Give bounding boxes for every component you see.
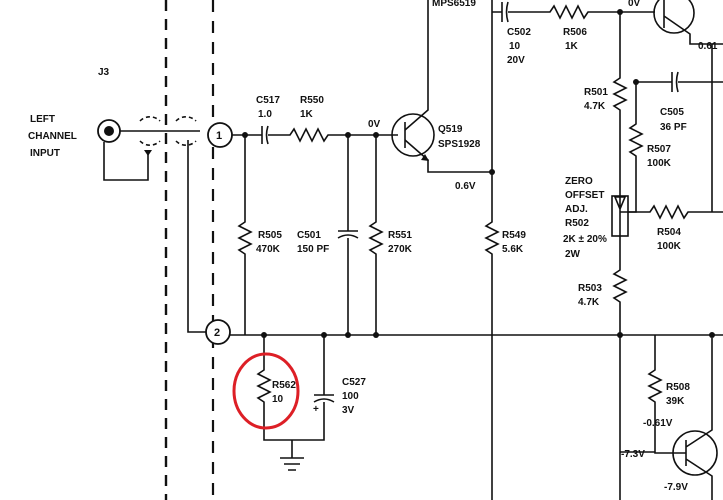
highlight-circle [232,352,300,430]
r506-ref: R506 [563,27,587,38]
r502-title-line2: OFFSET [565,190,604,201]
terminal-2: 2 [205,319,231,345]
r550-ref: R550 [300,95,324,106]
voltage-emitter: 0.6V [455,181,476,192]
voltage-bottom-base: -0.61V [643,418,673,429]
r506-value: 1K [565,41,579,52]
transistor-q519 [391,0,492,173]
capacitor-c501 [337,135,359,335]
capacitor-c502-resistor-r506 [492,1,655,23]
r504-value: 100K [657,241,682,252]
ground-return-wire [187,140,206,333]
connector-ref: J3 [98,67,110,78]
ground-symbol [280,440,304,471]
c527-voltage: 3V [342,405,355,416]
q519-ref: Q519 [438,124,463,135]
r504-ref: R504 [657,227,681,238]
capacitor-c517 [261,125,269,145]
c501-ref: C501 [297,230,321,241]
transistor-top-right [653,0,723,45]
resistor-r507 [620,82,644,213]
r505-ref: R505 [258,230,282,241]
resistor-r501-r502-r503-chain [612,12,628,335]
input-jack-symbol [97,116,200,181]
resistor-r562-capacitor-c527 [256,335,335,441]
r562-ref: R562 [272,380,296,391]
connector-label-line3: INPUT [30,148,60,159]
r502-value: 2K ± 20% [563,234,607,245]
r505-value: 470K [256,244,281,255]
voltage-top: 0V [628,0,641,9]
connector-label-line1: LEFT [30,114,55,125]
c527-polarity: + [313,404,319,415]
resistor-r508 [647,335,663,438]
r549-ref: R549 [502,230,526,241]
svg-text:2: 2 [214,327,220,339]
resistor-r504 [628,204,723,220]
r507-ref: R507 [647,144,671,155]
r508-value: 39K [666,396,685,407]
c527-ref: C527 [342,377,366,388]
connector-label-line2: CHANNEL [28,131,77,142]
r562-value: 10 [272,394,284,405]
c502-value: 10 [509,41,521,52]
c502-ref: C502 [507,27,531,38]
resistor-r550 [268,127,398,143]
r508-ref: R508 [666,382,690,393]
r551-ref: R551 [388,230,412,241]
resistor-r505 [237,135,253,335]
c517-ref: C517 [256,95,280,106]
r501-value: 4.7K [584,101,606,112]
r503-value: 4.7K [578,297,600,308]
r502-power: 2W [565,249,581,260]
svg-text:1: 1 [216,130,222,142]
terminal-1: 1 [207,122,233,148]
top-part-number: MPS6519 [432,0,476,9]
voltage-bottom-emitter: -7.9V [664,482,688,493]
voltage-base: 0V [368,119,381,130]
c505-ref: C505 [660,107,684,118]
c527-value: 100 [342,391,359,402]
r502-title-line1: ZERO [565,176,593,187]
voltage-bottom-left: -7.3V [621,449,645,460]
r502-title-line3: ADJ. [565,204,588,215]
r507-value: 100K [647,158,672,169]
r503-ref: R503 [578,283,602,294]
q519-part: SPS1928 [438,139,481,150]
r501-ref: R501 [584,87,608,98]
transistor-bottom-right [654,338,718,500]
c517-value: 1.0 [258,109,272,120]
resistor-r549 [484,0,500,500]
r549-value: 5.6K [502,244,524,255]
capacitor-c505 [636,71,723,93]
voltage-right: 0.61 [698,41,718,52]
potentiometer-r502 [611,195,629,237]
r550-value: 1K [300,109,314,120]
c502-voltage: 20V [507,55,525,66]
r551-value: 270K [388,244,413,255]
c501-value: 150 PF [297,244,329,255]
r502-ref: R502 [565,218,589,229]
resistor-r551 [368,135,384,335]
c505-value: 36 PF [660,122,687,133]
